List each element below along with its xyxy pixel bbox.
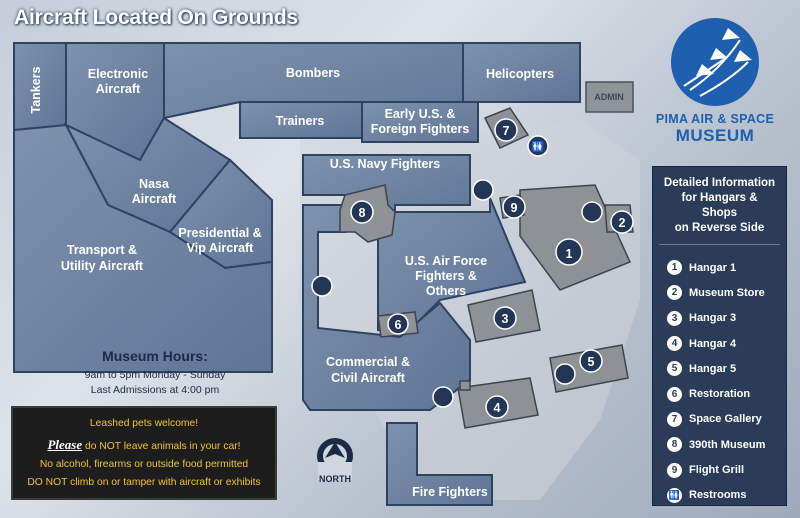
museum-name: PIMA AIR & SPACE MUSEUM xyxy=(640,112,790,145)
label-electronic-1: Electronic xyxy=(88,67,148,81)
label-transport-2: Utility Aircraft xyxy=(61,259,144,273)
svg-text:7: 7 xyxy=(503,124,510,138)
admin-label: ADMIN xyxy=(594,92,624,102)
notice-pets: Leashed pets welcome! xyxy=(89,418,199,429)
map-marker-4[interactable]: 4 xyxy=(485,395,509,419)
zone-helicopters[interactable] xyxy=(462,42,581,103)
jets-icon xyxy=(683,28,752,97)
hours-line: 9am to 5pm Monday - Sunday xyxy=(84,369,226,381)
svg-text:9: 9 xyxy=(511,201,518,215)
admission-line: Last Admissions at 4:00 pm xyxy=(90,384,220,396)
rules-notice: Leashed pets welcome! Please do NOT leav… xyxy=(11,406,277,500)
label-early-fighters-1: Early U.S. & xyxy=(385,107,456,121)
north-label: NORTH xyxy=(319,474,351,484)
restroom-icon xyxy=(527,135,549,157)
label-bombers: Bombers xyxy=(286,66,340,80)
admin-building[interactable] xyxy=(585,81,634,113)
label-transport-1: Transport & xyxy=(67,243,137,257)
label-navy: U.S. Navy Fighters xyxy=(330,157,440,171)
label-air-force-3: Others xyxy=(426,284,466,298)
legend-item-restrooms[interactable]: 🚻Restrooms xyxy=(667,487,747,503)
map-marker-1[interactable]: 1 xyxy=(555,238,583,266)
label-air-force-2: Fighters & xyxy=(415,269,477,283)
label-helicopters: Helicopters xyxy=(486,67,554,81)
svg-text:1: 1 xyxy=(566,247,573,261)
north-arrow-icon: NORTH xyxy=(317,438,353,484)
svg-text:4: 4 xyxy=(494,401,501,415)
notice-animals-text: do NOT leave animals in your car! xyxy=(85,441,241,452)
restroom-icon xyxy=(554,363,576,385)
label-electronic-2: Aircraft xyxy=(96,82,141,96)
map-marker-5[interactable]: 5 xyxy=(579,349,603,373)
notice-please: Please xyxy=(47,437,83,452)
label-fire: Fire Fighters xyxy=(412,485,488,499)
label-presidential-2: Vip Aircraft xyxy=(187,241,255,255)
svg-text:8: 8 xyxy=(359,206,366,220)
restroom-icon xyxy=(581,201,603,223)
label-early-fighters-2: Foreign Fighters xyxy=(371,122,470,136)
legend-panel: Detailed Information for Hangars & Shops… xyxy=(652,166,787,506)
label-nasa-2: Aircraft xyxy=(132,192,177,206)
label-tankers: Tankers xyxy=(29,66,43,113)
label-commercial-1: Commercial & xyxy=(326,355,410,369)
notice-climb: DO NOT climb on or tamper with aircraft … xyxy=(27,477,261,488)
map-marker-6[interactable]: 6 xyxy=(387,313,409,335)
notice-alcohol: No alcohol, firearms or outside food per… xyxy=(39,459,249,470)
restroom-icon xyxy=(432,386,454,408)
museum-hours: Museum Hours: 9am to 5pm Monday - Sunday… xyxy=(40,348,270,398)
restroom-icon: 🚻 xyxy=(667,487,682,503)
hours-heading: Museum Hours: xyxy=(102,348,208,364)
small-building xyxy=(459,380,471,391)
museum-logo xyxy=(671,18,759,106)
page-title: Aircraft Located On Grounds xyxy=(14,6,298,29)
label-presidential-1: Presidential & xyxy=(178,226,261,240)
svg-text:3: 3 xyxy=(502,312,509,326)
label-commercial-2: Civil Aircraft xyxy=(331,371,406,385)
zone-fire[interactable] xyxy=(386,422,493,506)
svg-text:5: 5 xyxy=(588,355,595,369)
label-air-force-1: U.S. Air Force xyxy=(405,254,487,268)
svg-text:6: 6 xyxy=(395,318,402,332)
label-nasa-1: Nasa xyxy=(139,177,170,191)
zone-early-fighters[interactable] xyxy=(361,101,479,143)
legend-heading: Detailed Information for Hangars & Shops… xyxy=(659,167,780,245)
label-trainers: Trainers xyxy=(276,114,325,128)
svg-text:2: 2 xyxy=(619,216,626,230)
map-marker-2[interactable]: 2 xyxy=(610,210,634,234)
museum-name-line2: MUSEUM xyxy=(675,126,755,145)
zone-transport[interactable] xyxy=(13,123,273,373)
museum-name-line1: PIMA AIR & SPACE xyxy=(655,112,775,126)
map-marker-3[interactable]: 3 xyxy=(493,306,517,330)
map-marker-9[interactable]: 9 xyxy=(502,195,526,219)
notice-animals: Please do NOT leave animals in your car! xyxy=(13,437,275,453)
map-marker-8[interactable]: 8 xyxy=(350,200,374,224)
map-marker-7[interactable]: 7 xyxy=(494,118,518,142)
svg-text:🚻: 🚻 xyxy=(532,140,544,153)
restroom-icon xyxy=(472,179,494,201)
restroom-icon xyxy=(311,275,333,297)
